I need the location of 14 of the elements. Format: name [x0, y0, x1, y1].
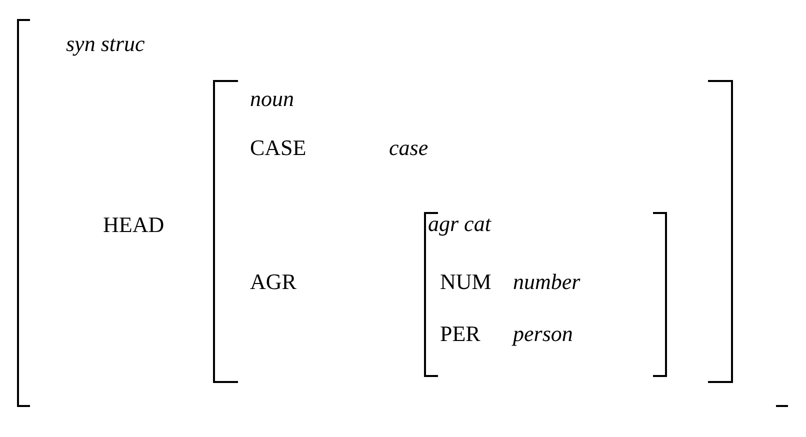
type-label: noun	[250, 86, 294, 112]
feature-value: number	[513, 269, 580, 295]
feature-name: PER	[440, 321, 480, 347]
feature-matrix	[424, 212, 667, 377]
feature-name: HEAD	[103, 212, 164, 238]
type-label: syn struc	[66, 31, 145, 57]
feature-name: NUM	[440, 269, 492, 295]
type-label: agr cat	[428, 211, 491, 237]
feature-value: person	[513, 321, 573, 347]
feature-matrix	[213, 80, 733, 383]
feature-name: AGR	[250, 269, 296, 295]
feature-name: CASE	[250, 135, 306, 161]
feature-matrix	[17, 19, 789, 407]
feature-value: case	[389, 135, 428, 161]
